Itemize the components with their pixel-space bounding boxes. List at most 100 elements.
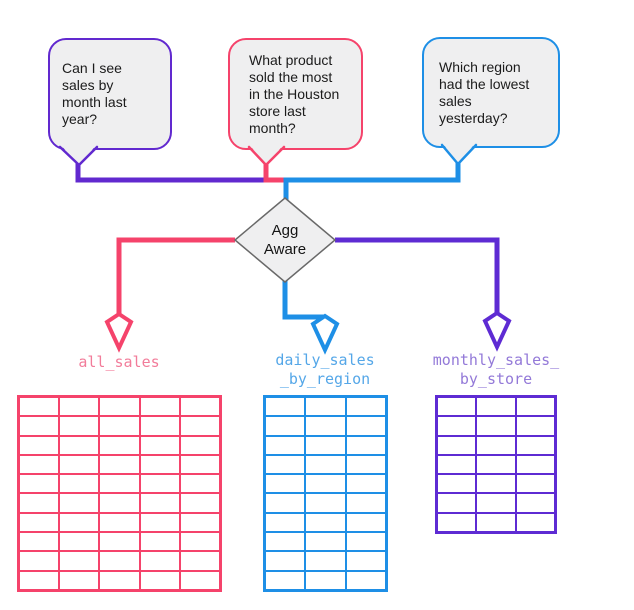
table-cell <box>266 417 305 435</box>
table-cell <box>306 513 345 532</box>
table-cell <box>60 494 99 512</box>
table-cell <box>180 398 219 416</box>
table-cell <box>346 455 385 474</box>
connector-out-blue <box>282 272 325 320</box>
table-cell <box>306 494 345 512</box>
table-cell <box>140 398 179 416</box>
speech-bubble-product-most-houston: What product sold the most in the Housto… <box>228 38 363 150</box>
bubble-tail-pink <box>247 145 286 167</box>
table-label-all-sales: all_sales <box>78 353 160 371</box>
table-cell <box>140 475 179 493</box>
table-cell <box>20 571 59 589</box>
table-cell <box>60 417 99 435</box>
table-monthly-sales-by-store <box>435 395 557 534</box>
table-cell <box>60 552 99 570</box>
table-cell <box>346 533 385 551</box>
table-cell <box>516 436 554 454</box>
bubble-tail-fill-pink <box>249 144 284 166</box>
table-cell <box>180 436 219 454</box>
table-cell <box>100 455 139 474</box>
decision-diamond <box>233 197 337 283</box>
table-cell <box>306 533 345 551</box>
connector-pink <box>263 161 284 183</box>
table-cell <box>266 436 305 454</box>
table-cell <box>60 436 99 454</box>
table-cell <box>140 436 179 454</box>
table-label-monthly-sales-by-store: monthly_sales_ by_store <box>432 351 560 388</box>
table-cell <box>477 436 515 454</box>
table-cell <box>180 417 219 435</box>
table-cell <box>477 513 515 531</box>
table-cell <box>100 571 139 589</box>
table-cell <box>140 494 179 512</box>
table-cell <box>516 417 554 435</box>
table-cell <box>516 455 554 474</box>
connector-purple <box>75 162 264 183</box>
table-daily-sales-by-region <box>263 395 388 592</box>
table-cell <box>100 475 139 493</box>
table-cell <box>20 494 59 512</box>
table-cell <box>60 513 99 532</box>
table-cell <box>60 398 99 416</box>
table-cell <box>306 398 345 416</box>
table-cell <box>306 417 345 435</box>
table-cell <box>306 475 345 493</box>
table-cell <box>140 513 179 532</box>
table-cell <box>20 513 59 532</box>
table-cell <box>180 533 219 551</box>
table-cell <box>477 455 515 474</box>
table-cell <box>20 417 59 435</box>
table-cell <box>266 533 305 551</box>
arrow-down-purple-icon <box>482 310 512 352</box>
table-cell <box>140 417 179 435</box>
table-cell <box>516 513 554 531</box>
table-cell <box>477 475 515 493</box>
table-cell <box>438 513 476 531</box>
table-cell <box>438 398 476 416</box>
table-cell <box>60 475 99 493</box>
table-cell <box>438 494 476 512</box>
table-cell <box>180 475 219 493</box>
table-cell <box>346 475 385 493</box>
table-cell <box>516 398 554 416</box>
table-label-daily-sales-by-region: daily_sales _by_region <box>275 351 375 388</box>
table-cell <box>306 436 345 454</box>
table-cell <box>180 455 219 474</box>
table-cell <box>140 552 179 570</box>
table-cell <box>100 417 139 435</box>
table-cell <box>266 552 305 570</box>
table-cell <box>266 494 305 512</box>
speech-bubble-text: Which region had the lowest sales yester… <box>439 58 530 126</box>
table-cell <box>477 417 515 435</box>
table-cell <box>306 455 345 474</box>
bubble-tail-fill-blue <box>442 142 476 165</box>
table-cell <box>266 571 305 589</box>
table-cell <box>516 475 554 493</box>
table-cell <box>100 494 139 512</box>
table-cell <box>346 513 385 532</box>
bubble-tail-blue <box>440 143 478 166</box>
table-cell <box>140 571 179 589</box>
table-cell <box>20 398 59 416</box>
table-cell <box>20 552 59 570</box>
table-cell <box>100 552 139 570</box>
connector-out-pink <box>116 237 235 316</box>
table-cell <box>20 436 59 454</box>
table-cell <box>20 455 59 474</box>
table-cell <box>60 533 99 551</box>
table-cell <box>346 436 385 454</box>
table-cell <box>100 398 139 416</box>
table-cell <box>306 552 345 570</box>
speech-bubble-region-lowest-sales: Which region had the lowest sales yester… <box>422 37 560 148</box>
table-cell <box>438 455 476 474</box>
arrow-down-blue-icon <box>310 313 340 355</box>
table-cell <box>100 533 139 551</box>
table-cell <box>20 533 59 551</box>
table-cell <box>266 513 305 532</box>
table-cell <box>477 398 515 416</box>
table-cell <box>180 552 219 570</box>
table-cell <box>346 571 385 589</box>
speech-bubble-text: Can I see sales by month last year? <box>62 60 127 127</box>
table-cell <box>60 571 99 589</box>
